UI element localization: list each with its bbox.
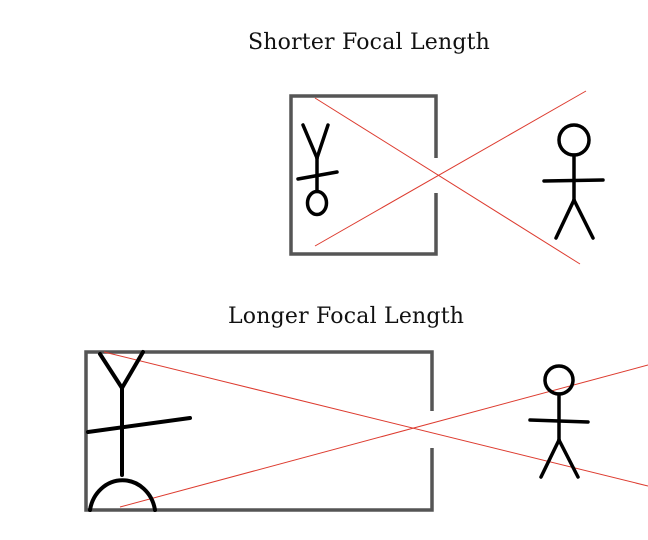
long-image-leg-left <box>98 352 124 390</box>
long-object-leg-left <box>539 438 561 479</box>
short-ray-top <box>314 90 587 247</box>
long-light-rays <box>103 351 648 508</box>
short-image-leg-right <box>315 123 330 160</box>
long-ray-top <box>119 364 648 508</box>
short-ray-bottom <box>314 97 581 265</box>
long-focal-panel <box>84 350 648 512</box>
short-focal-panel <box>289 90 605 265</box>
short-object-leg-right <box>572 198 595 240</box>
short-object-figure <box>542 123 605 240</box>
long-camera-box-walls <box>84 350 434 512</box>
long-object-figure <box>528 364 590 479</box>
short-camera-box-left-walls <box>289 94 438 256</box>
long-object-arms <box>528 418 590 424</box>
short-object-leg-left <box>554 198 576 240</box>
short-object-arms <box>542 178 605 183</box>
long-inverted-image-figure <box>86 350 192 512</box>
long-object-head <box>543 364 575 396</box>
short-image-arms <box>296 170 339 181</box>
long-camera-box <box>84 350 434 512</box>
short-light-rays <box>314 90 587 265</box>
long-object-leg-right <box>557 438 580 479</box>
short-image-head <box>305 189 329 217</box>
short-inverted-image-figure <box>296 123 339 217</box>
short-camera-box <box>289 94 438 256</box>
short-image-leg-left <box>301 123 319 160</box>
long-image-head <box>88 478 157 512</box>
long-image-arms <box>86 416 192 434</box>
long-ray-bottom <box>103 351 648 487</box>
long-image-leg-right <box>120 350 145 390</box>
long-focal-length-title: Longer Focal Length <box>228 304 465 329</box>
short-focal-length-title: Shorter Focal Length <box>248 30 491 55</box>
short-object-head <box>557 123 591 157</box>
